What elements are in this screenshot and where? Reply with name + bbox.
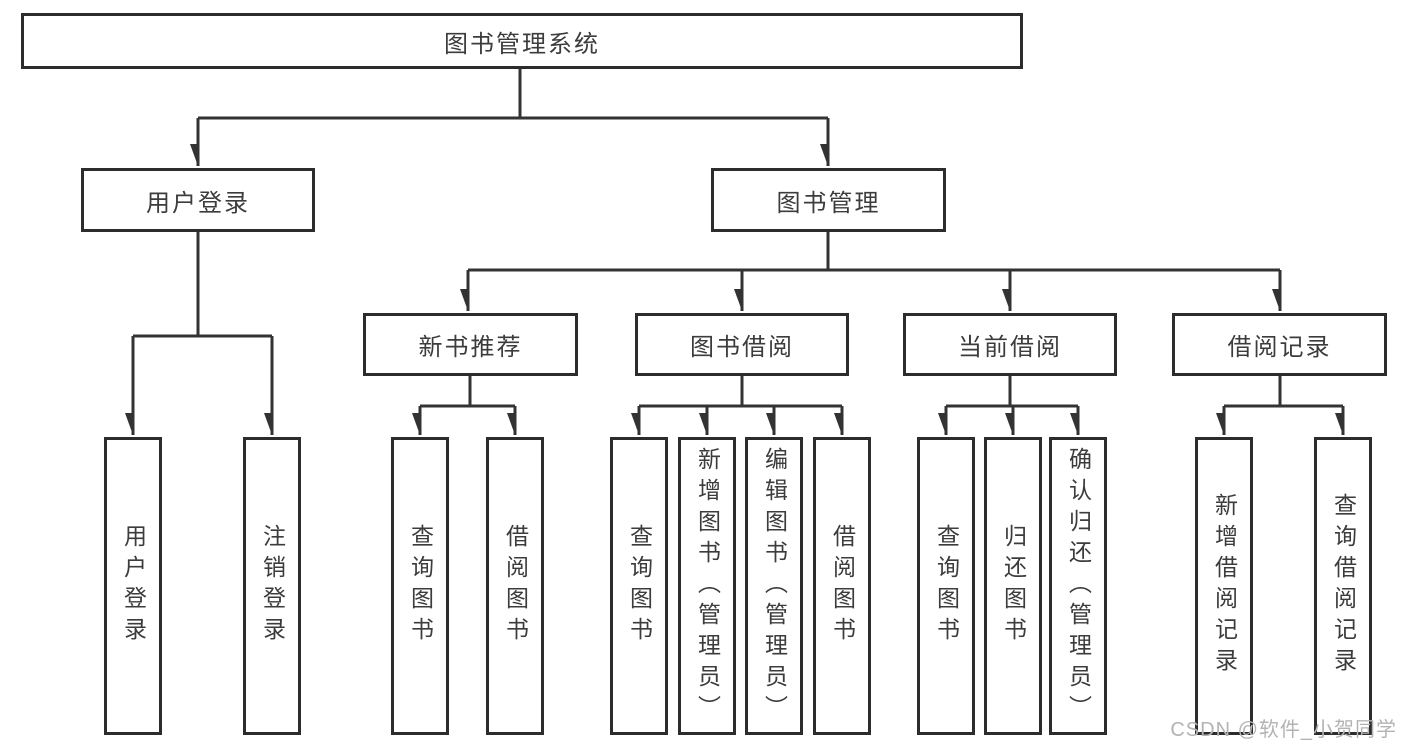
leaf-records-query-record: 查询借阅记录 xyxy=(1314,437,1372,735)
node-user-login: 用户登录 xyxy=(81,168,315,232)
leaf-current-query-books: 查询图书 xyxy=(917,437,975,735)
node-book-borrowing: 图书借阅 xyxy=(635,313,849,376)
leaf-records-add-record: 新增借阅记录 xyxy=(1195,437,1253,735)
leaf-logout: 注销登录 xyxy=(243,437,301,735)
leaf-label: 编辑图书（管理员） xyxy=(761,446,788,726)
leaf-label: 新增借阅记录 xyxy=(1211,493,1238,679)
node-book-management-label: 图书管理 xyxy=(776,189,881,217)
leaf-user-login: 用户登录 xyxy=(104,437,162,735)
leaf-label: 借阅图书 xyxy=(502,524,529,648)
node-new-book-recommend-label: 新书推荐 xyxy=(418,334,523,361)
leaf-label: 确认归还（管理员） xyxy=(1065,446,1092,726)
csdn-watermark: CSDN @软件_小贺同学 xyxy=(1170,719,1397,741)
leaf-label: 查询图书 xyxy=(626,524,653,648)
leaf-borrowing-borrow-books: 借阅图书 xyxy=(813,437,871,735)
leaf-label: 查询图书 xyxy=(933,524,960,648)
leaf-label: 查询借阅记录 xyxy=(1330,493,1357,679)
leaf-borrowing-query-books: 查询图书 xyxy=(610,437,668,735)
leaf-label: 借阅图书 xyxy=(829,524,856,648)
node-root-label: 图书管理系统 xyxy=(444,30,600,58)
node-root: 图书管理系统 xyxy=(21,13,1023,69)
node-current-borrowing-label: 当前借阅 xyxy=(958,334,1062,361)
leaf-current-return-books: 归还图书 xyxy=(984,437,1042,735)
leaf-recommend-query-books: 查询图书 xyxy=(391,437,449,735)
node-borrowing-records: 借阅记录 xyxy=(1172,313,1387,376)
node-borrowing-records-label: 借阅记录 xyxy=(1227,334,1332,361)
leaf-label: 查询图书 xyxy=(407,524,434,648)
node-current-borrowing: 当前借阅 xyxy=(903,313,1117,376)
leaf-current-confirm-return-admin: 确认归还（管理员） xyxy=(1049,437,1107,735)
leaf-borrowing-edit-books-admin: 编辑图书（管理员） xyxy=(745,437,803,735)
node-book-borrowing-label: 图书借阅 xyxy=(690,334,794,361)
leaf-label: 新增图书（管理员） xyxy=(694,446,721,726)
node-user-login-label: 用户登录 xyxy=(146,189,250,217)
leaf-label: 用户登录 xyxy=(120,524,147,648)
leaf-label: 注销登录 xyxy=(259,524,286,648)
leaf-label: 归还图书 xyxy=(1000,524,1027,648)
leaf-borrowing-add-books-admin: 新增图书（管理员） xyxy=(678,437,736,735)
node-book-management: 图书管理 xyxy=(711,168,946,232)
leaf-recommend-borrow-books: 借阅图书 xyxy=(486,437,544,735)
node-new-book-recommend: 新书推荐 xyxy=(363,313,578,376)
